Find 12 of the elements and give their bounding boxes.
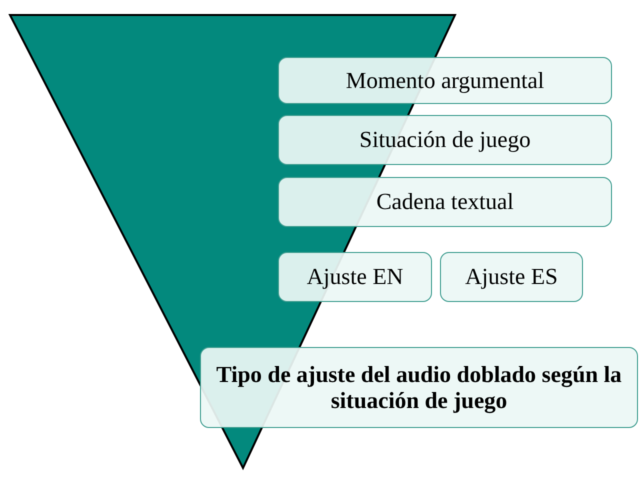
title-text: Tipo de ajuste del audio doblado según la situación de juego bbox=[215, 362, 623, 413]
category-label: Situación de juego bbox=[359, 127, 531, 153]
category-label: Cadena textual bbox=[376, 189, 514, 215]
title-box bbox=[200, 347, 638, 428]
category-box bbox=[278, 252, 432, 302]
category-label: Ajuste EN bbox=[306, 264, 404, 290]
category-box bbox=[278, 57, 612, 104]
category-box bbox=[278, 177, 612, 227]
category-box bbox=[278, 115, 612, 165]
category-label: Momento argumental bbox=[346, 68, 544, 94]
category-label: Ajuste ES bbox=[465, 264, 558, 290]
category-box bbox=[440, 252, 583, 302]
